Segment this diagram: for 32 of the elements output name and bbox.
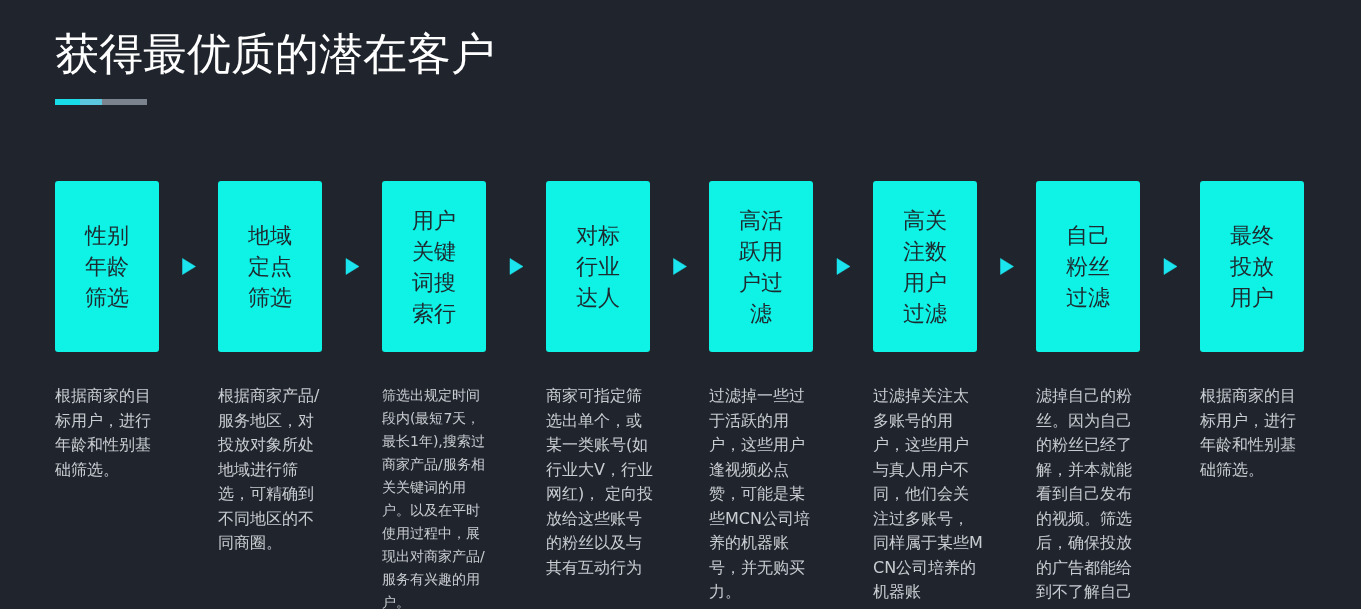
step-box — [1036, 181, 1140, 352]
arrow — [509, 258, 524, 275]
step-description: 根据商家产品/服务地区，对投放对象所处地域进行筛选，可精确到不同地区的不同商圈。 — [218, 385, 321, 554]
step-box — [546, 181, 650, 352]
step-box — [218, 181, 322, 352]
step-label: 高活跃用户过滤 — [738, 206, 784, 328]
step-box — [55, 181, 159, 352]
page-title: 获得最优质的潜在客户 — [55, 27, 495, 81]
arrow — [1000, 258, 1014, 275]
step-label: 高关注数用户过滤 — [902, 206, 948, 328]
step-label: 地域定点筛选 — [247, 222, 293, 312]
step-description: 根据商家的目标用户，进行年龄和性别基础筛选。 — [55, 385, 152, 481]
arrow — [836, 258, 851, 275]
step-description: 商家可指定筛选出单个，或某一类账号(如行业大V，行业网红)， 定向投放给这些账号的粉丝以及与其有互动行为 — [546, 385, 655, 579]
step-box — [382, 181, 486, 352]
step-box — [873, 181, 977, 352]
step-description: 滤掉自己的粉丝。因为自己的粉丝已经了解，并本就能看到自己发布的视频。筛选后，确保投放的广告都能给到不了解自己 — [1036, 385, 1133, 603]
arrow — [345, 258, 360, 275]
step-label: 用户关键词搜索行 — [411, 206, 457, 328]
step-box — [1200, 181, 1304, 352]
step-description: 过滤掉关注太多账号的用户，这些用户与真人用户不同，他们会关注过多账号，同样属于某些MCN公司培养的机器账 — [873, 385, 983, 603]
step-label: 自己粉丝过滤 — [1065, 222, 1111, 312]
step-description: 筛选出规定时间段内(最短7天，最长1年),搜索过商家产品/服务相关关键词的用户。以及在平时使用过程中，展现出对商家产品/服务有兴趣的用户。 — [382, 386, 486, 609]
arrow — [673, 258, 687, 275]
arrow — [1163, 258, 1178, 275]
step-label: 最终投放用户 — [1229, 222, 1275, 312]
step-description: 过滤掉一些过于活跃的用户，这些用户逢视频必点赞，可能是某些MCN公司培养的机器账号，并无购买力。 — [709, 385, 811, 603]
step-label: 对标行业达人 — [575, 222, 621, 312]
step-label: 性别年龄筛选 — [83, 222, 130, 312]
arrow — [182, 258, 196, 275]
step-box — [709, 181, 813, 352]
step-description: 根据商家的目标用户，进行年龄和性别基础筛选。 — [1200, 385, 1297, 481]
